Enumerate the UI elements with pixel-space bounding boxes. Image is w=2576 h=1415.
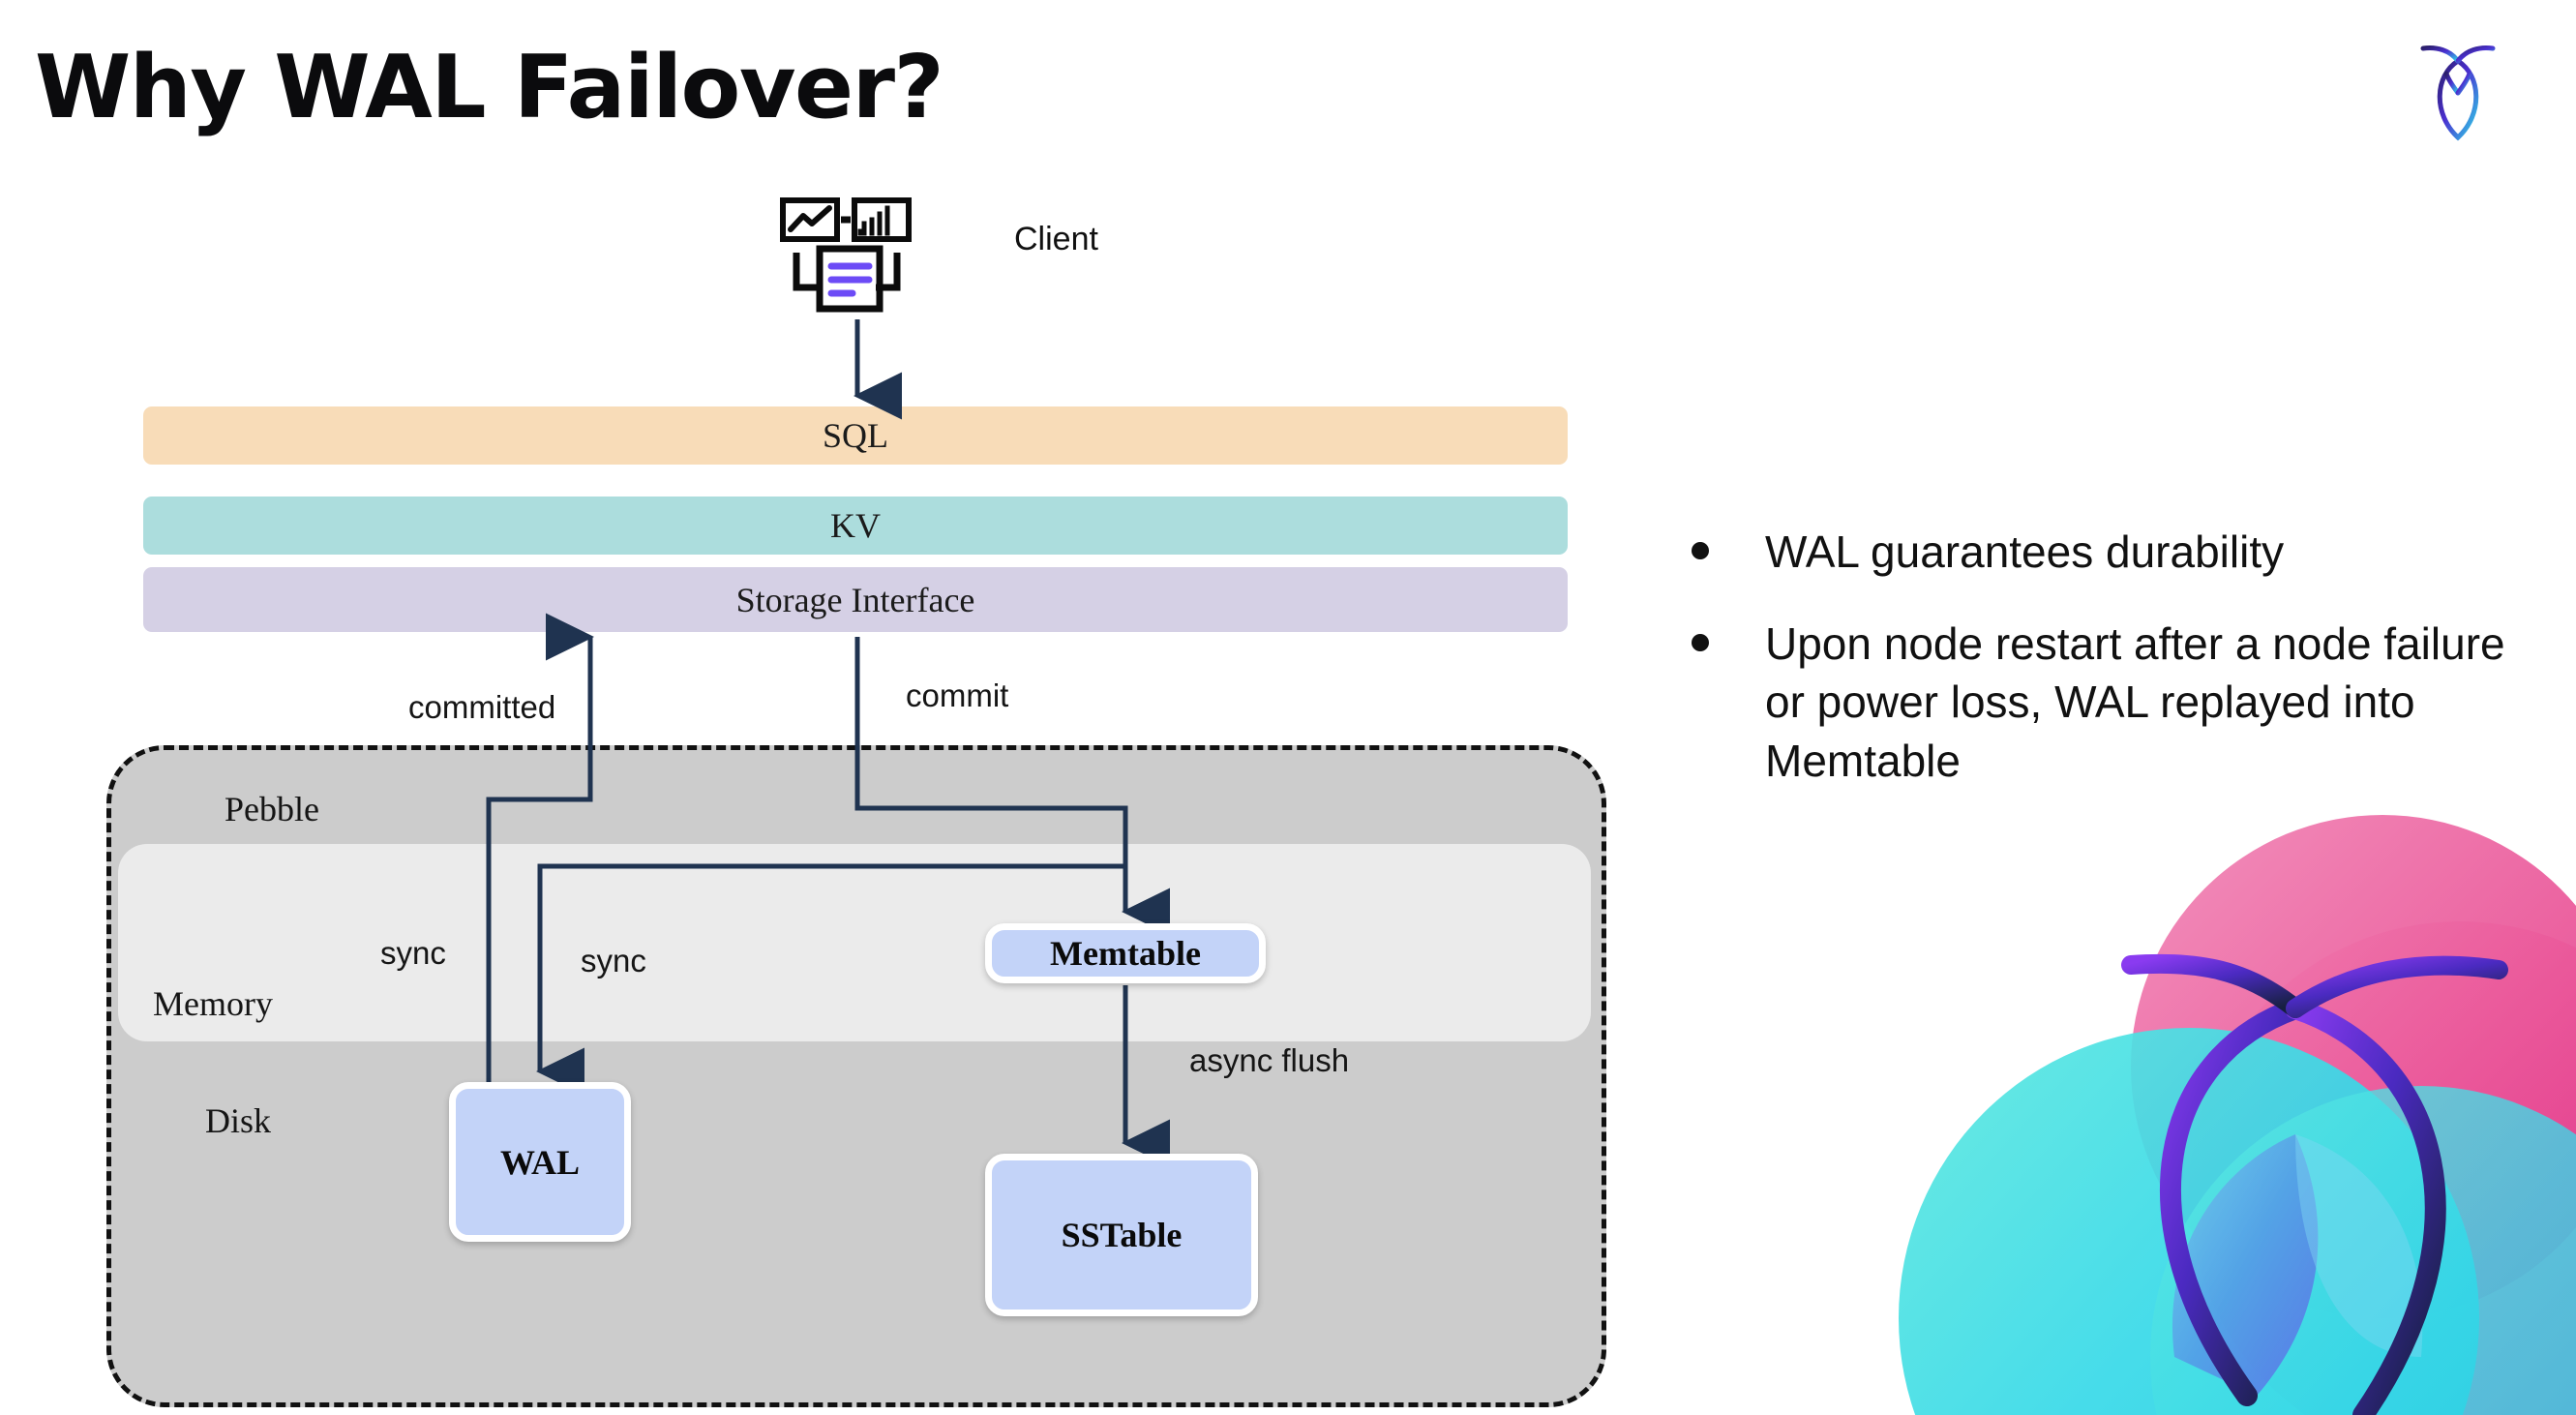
layer-bar-storage-interface: Storage Interface <box>143 567 1568 632</box>
page-title: Why WAL Failover? <box>35 37 944 138</box>
flow-label-async-flush: async flush <box>1189 1042 1350 1078</box>
zone-label-disk: Disk <box>205 1101 272 1140</box>
decorative-leaf-circles-watermark-icon <box>1899 815 2576 1415</box>
layer-bar-sql: SQL <box>143 406 1568 465</box>
bullet-text: Upon node restart after a node failure o… <box>1765 617 2505 787</box>
bullet-list: WAL guarantees durability Upon node rest… <box>1692 523 2543 824</box>
zone-label-memory: Memory <box>153 984 273 1023</box>
node-memtable: Memtable <box>985 923 1266 983</box>
node-sstable: SSTable <box>985 1154 1258 1316</box>
client-dashboard-icon <box>780 197 912 313</box>
list-item: WAL guarantees durability <box>1692 523 2543 582</box>
bullet-dot-icon <box>1692 633 1709 651</box>
zone-label-pebble: Pebble <box>225 790 319 828</box>
bullet-dot-icon <box>1692 542 1709 559</box>
flow-label-sync-right: sync <box>581 943 646 978</box>
memory-band <box>118 844 1591 1041</box>
bullet-text: WAL guarantees durability <box>1765 527 2285 577</box>
node-wal: WAL <box>449 1082 631 1242</box>
architecture-diagram: Client SQL KV Storage Interface Pebble M… <box>106 197 1606 1407</box>
flow-label-sync-left: sync <box>380 935 446 971</box>
flow-label-committed: committed <box>408 689 556 725</box>
flow-label-commit: commit <box>906 677 1009 713</box>
layer-bar-kv: KV <box>143 497 1568 555</box>
cockroach-leaf-logo-icon <box>2420 45 2496 141</box>
client-label: Client <box>1014 221 1098 257</box>
list-item: Upon node restart after a node failure o… <box>1692 615 2543 791</box>
